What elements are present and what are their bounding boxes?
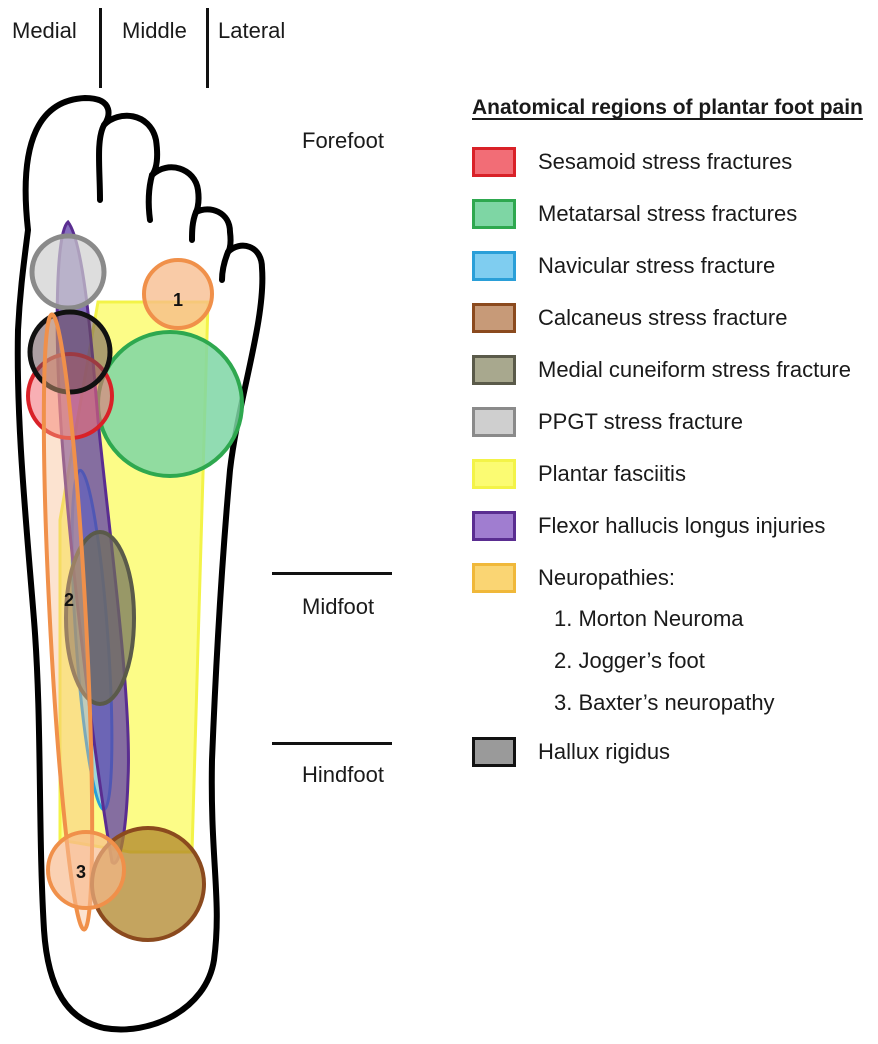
- legend-item: Metatarsal stress fractures: [472, 188, 872, 240]
- legend-swatch: [472, 303, 516, 333]
- legend-item: Flexor hallucis longus injuries: [472, 500, 872, 552]
- legend-label: Navicular stress fracture: [538, 253, 775, 279]
- legend-item: Medial cuneiform stress fracture: [472, 344, 872, 396]
- marker-1: 1: [173, 290, 183, 310]
- neuropathies-list: 1. Morton Neuroma 2. Jogger’s foot 3. Ba…: [554, 598, 872, 724]
- legend-item: PPGT stress fracture: [472, 396, 872, 448]
- legend-label: Calcaneus stress fracture: [538, 305, 787, 331]
- legend-label: Metatarsal stress fractures: [538, 201, 797, 227]
- legend-swatch: [472, 407, 516, 437]
- legend-label: Plantar fasciitis: [538, 461, 686, 487]
- legend-label: Hallux rigidus: [538, 739, 670, 765]
- legend-item-hallux-rigidus: Hallux rigidus: [472, 726, 872, 778]
- legend-item: Calcaneus stress fracture: [472, 292, 872, 344]
- foot-diagram: 1 2 3: [0, 0, 420, 1044]
- swatch-hallux-rigidus: [472, 737, 516, 767]
- legend-label: Sesamoid stress fractures: [538, 149, 792, 175]
- legend-item: Neuropathies:: [472, 552, 872, 604]
- neuropathy-item-morton: 1. Morton Neuroma: [554, 598, 872, 640]
- legend-label: Medial cuneiform stress fracture: [538, 357, 851, 383]
- neuropathy-item-baxter: 3. Baxter’s neuropathy: [554, 682, 872, 724]
- legend-swatch: [472, 355, 516, 385]
- legend-title: Anatomical regions of plantar foot pain: [472, 96, 872, 120]
- marker-2: 2: [64, 590, 74, 610]
- legend-swatch: [472, 511, 516, 541]
- legend-label: Flexor hallucis longus injuries: [538, 513, 825, 539]
- metatarsal-stress-fracture-region: [98, 332, 242, 476]
- legend-swatch: [472, 251, 516, 281]
- legend-swatch: [472, 147, 516, 177]
- legend-item: Navicular stress fracture: [472, 240, 872, 292]
- legend-swatch: [472, 199, 516, 229]
- legend-label: PPGT stress fracture: [538, 409, 743, 435]
- legend-swatch: [472, 563, 516, 593]
- ppgt-stress-fracture-region: [32, 236, 104, 308]
- marker-3: 3: [76, 862, 86, 882]
- legend-item: Plantar fasciitis: [472, 448, 872, 500]
- legend-item: Sesamoid stress fractures: [472, 136, 872, 188]
- hallux-rigidus-region: [30, 312, 110, 392]
- legend: Anatomical regions of plantar foot pain …: [472, 96, 872, 778]
- legend-label: Neuropathies:: [538, 565, 675, 591]
- neuropathy-item-joggers: 2. Jogger’s foot: [554, 640, 872, 682]
- legend-swatch: [472, 459, 516, 489]
